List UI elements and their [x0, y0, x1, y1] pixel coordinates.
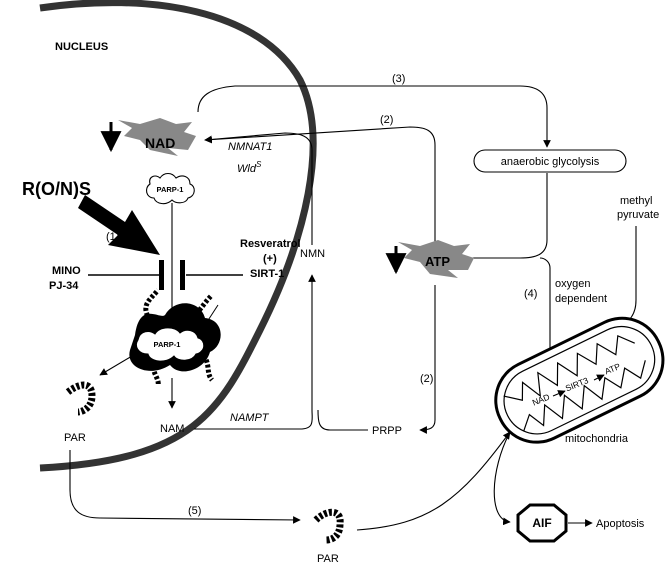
pj34-label: PJ-34: [49, 280, 79, 292]
inhibition-bar-icon: [180, 260, 185, 290]
methyl-label: methyl: [620, 195, 652, 207]
aif-label: AIF: [532, 516, 551, 530]
nucleus-label: NUCLEUS: [55, 41, 108, 53]
step2-top-label: (2): [380, 114, 393, 126]
parp1-cloud: PARP-1: [145, 172, 195, 205]
rons-big-arrow-icon: [78, 195, 160, 255]
atp-label: ATP: [425, 254, 450, 269]
resveratrol-label: Resveratrol: [240, 238, 301, 250]
atp-to-nad-arrow: [204, 126, 436, 242]
aif-octagon-icon: [516, 503, 568, 543]
step4-label: (4): [524, 288, 537, 300]
prpp-to-nmn-path: [317, 409, 368, 431]
parp1-poly-label: PARP-1: [154, 340, 181, 349]
apoptosis-label: Apoptosis: [596, 518, 645, 530]
inhibition-bar-icon: [159, 260, 164, 290]
par-bottom-label: PAR: [317, 553, 339, 565]
anaerobic-to-atp-arrow: [451, 173, 548, 262]
par-left-label: PAR: [64, 432, 86, 444]
nampt-label: NAMPT: [230, 412, 270, 424]
mito-to-atp-line: [539, 257, 551, 356]
mito-to-aif-arrow: [493, 431, 511, 526]
plus-label: (+): [263, 253, 277, 265]
nam-nmn-path: [194, 274, 316, 430]
nmnat1-label: NMNAT1: [228, 141, 272, 153]
wlds-label: WldS: [237, 160, 262, 175]
par-to-mito-arrow: [356, 431, 511, 531]
par-chain-icon: [313, 508, 344, 544]
mitochondria-label: mitochondria: [565, 433, 629, 445]
step2-bottom-label: (2): [420, 373, 433, 385]
atp-node: ATP: [398, 240, 474, 278]
prpp-label: PRPP: [372, 425, 402, 437]
anaerobic-glycolysis-box: [473, 149, 627, 173]
parp1-top-label: PARP-1: [157, 185, 184, 194]
step5-label: (5): [188, 505, 201, 517]
sirt1-label: SIRT-1: [250, 268, 284, 280]
nad-node: NAD: [118, 118, 196, 156]
parp1-poly-complex: PARP-1: [129, 288, 221, 387]
atp-to-prpp-arrow: [419, 285, 436, 434]
parp-to-par-arrow: [99, 355, 133, 376]
oxygen-label: oxygen: [555, 278, 590, 290]
nucleus-membrane: [39, 0, 317, 472]
rons-label: R(O/N)S: [22, 179, 91, 199]
nad-label: NAD: [145, 135, 175, 151]
step1-label: (1): [106, 231, 119, 243]
nad-shadow: [118, 118, 196, 156]
nam-label: NAM: [160, 423, 184, 435]
nmn-label: NMN: [300, 248, 325, 260]
methyl-to-mito-arrow: [617, 226, 637, 331]
nmn-to-nad-arrow: [204, 132, 313, 245]
mitochondria: [494, 316, 665, 444]
step3-label: (3): [392, 73, 405, 85]
par-chain-icon: [65, 381, 96, 416]
anaerobic-label: anaerobic glycolysis: [501, 156, 600, 168]
par-to-par-arrow: [69, 450, 301, 524]
pyruvate-label: pyruvate: [617, 209, 659, 221]
mito-arrow-2: [593, 374, 605, 382]
dependent-label: dependent: [555, 293, 607, 305]
mino-label: MINO: [52, 265, 81, 277]
nad-to-anaerobic-arrow: [197, 85, 551, 148]
mito-arrow-1: [552, 390, 566, 398]
